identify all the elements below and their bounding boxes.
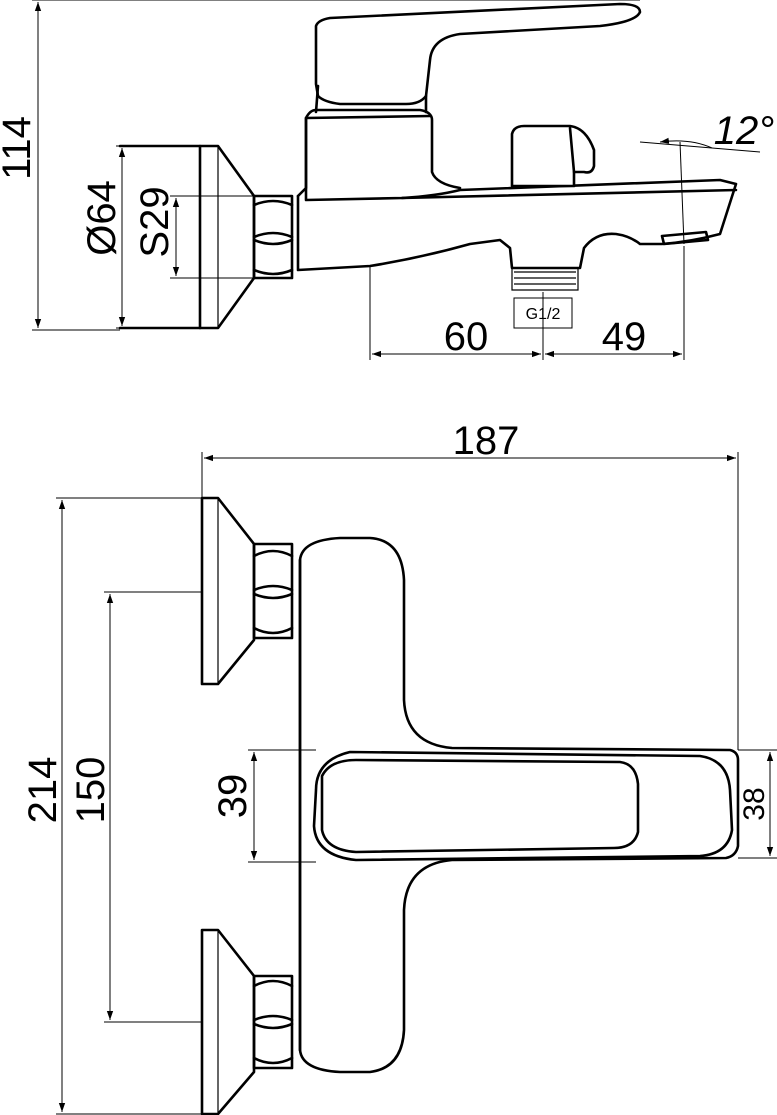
angle-label: 12° <box>714 109 775 153</box>
side-upper-housing <box>296 108 462 198</box>
side-lever-cap <box>314 84 320 114</box>
dim-114-label: 114 <box>0 116 39 180</box>
front-view: 187 214 150 39 38 <box>21 419 777 1115</box>
side-body <box>296 114 738 272</box>
dim-49-label: 49 <box>602 315 647 359</box>
dim-38-label: 38 <box>738 787 771 820</box>
dim-39-label: 39 <box>211 774 255 819</box>
thread-label: G1/2 <box>526 306 561 323</box>
front-top-hex-nut <box>252 542 294 640</box>
side-view: 114 Ø64 S29 60 49 G1/2 12° <box>0 0 774 360</box>
front-top-flange <box>200 496 256 686</box>
front-bottom-hex-nut <box>252 974 294 1070</box>
thread-label-box <box>513 297 573 329</box>
front-lever-inner <box>320 758 640 854</box>
side-diverter-line <box>568 126 576 174</box>
angle-ref-line2 <box>679 141 685 245</box>
dim-187-label: 187 <box>453 419 520 463</box>
side-hex-nut <box>252 194 294 280</box>
front-body <box>298 536 740 1074</box>
dim-d64-label: Ø64 <box>80 180 124 256</box>
front-lever <box>312 750 734 862</box>
front-bottom-flange <box>200 928 256 1115</box>
dim-s29-label: S29 <box>133 186 177 257</box>
side-lever <box>314 2 642 106</box>
side-diverter-knob <box>510 124 596 188</box>
dim-214-label: 214 <box>21 757 65 824</box>
side-thread-outlet <box>511 268 579 291</box>
side-spout-top <box>400 188 738 200</box>
dim-150-label: 150 <box>69 757 113 824</box>
angle-arc <box>659 137 713 149</box>
dim-60-label: 60 <box>444 315 489 359</box>
side-spout-aerator <box>660 230 710 246</box>
